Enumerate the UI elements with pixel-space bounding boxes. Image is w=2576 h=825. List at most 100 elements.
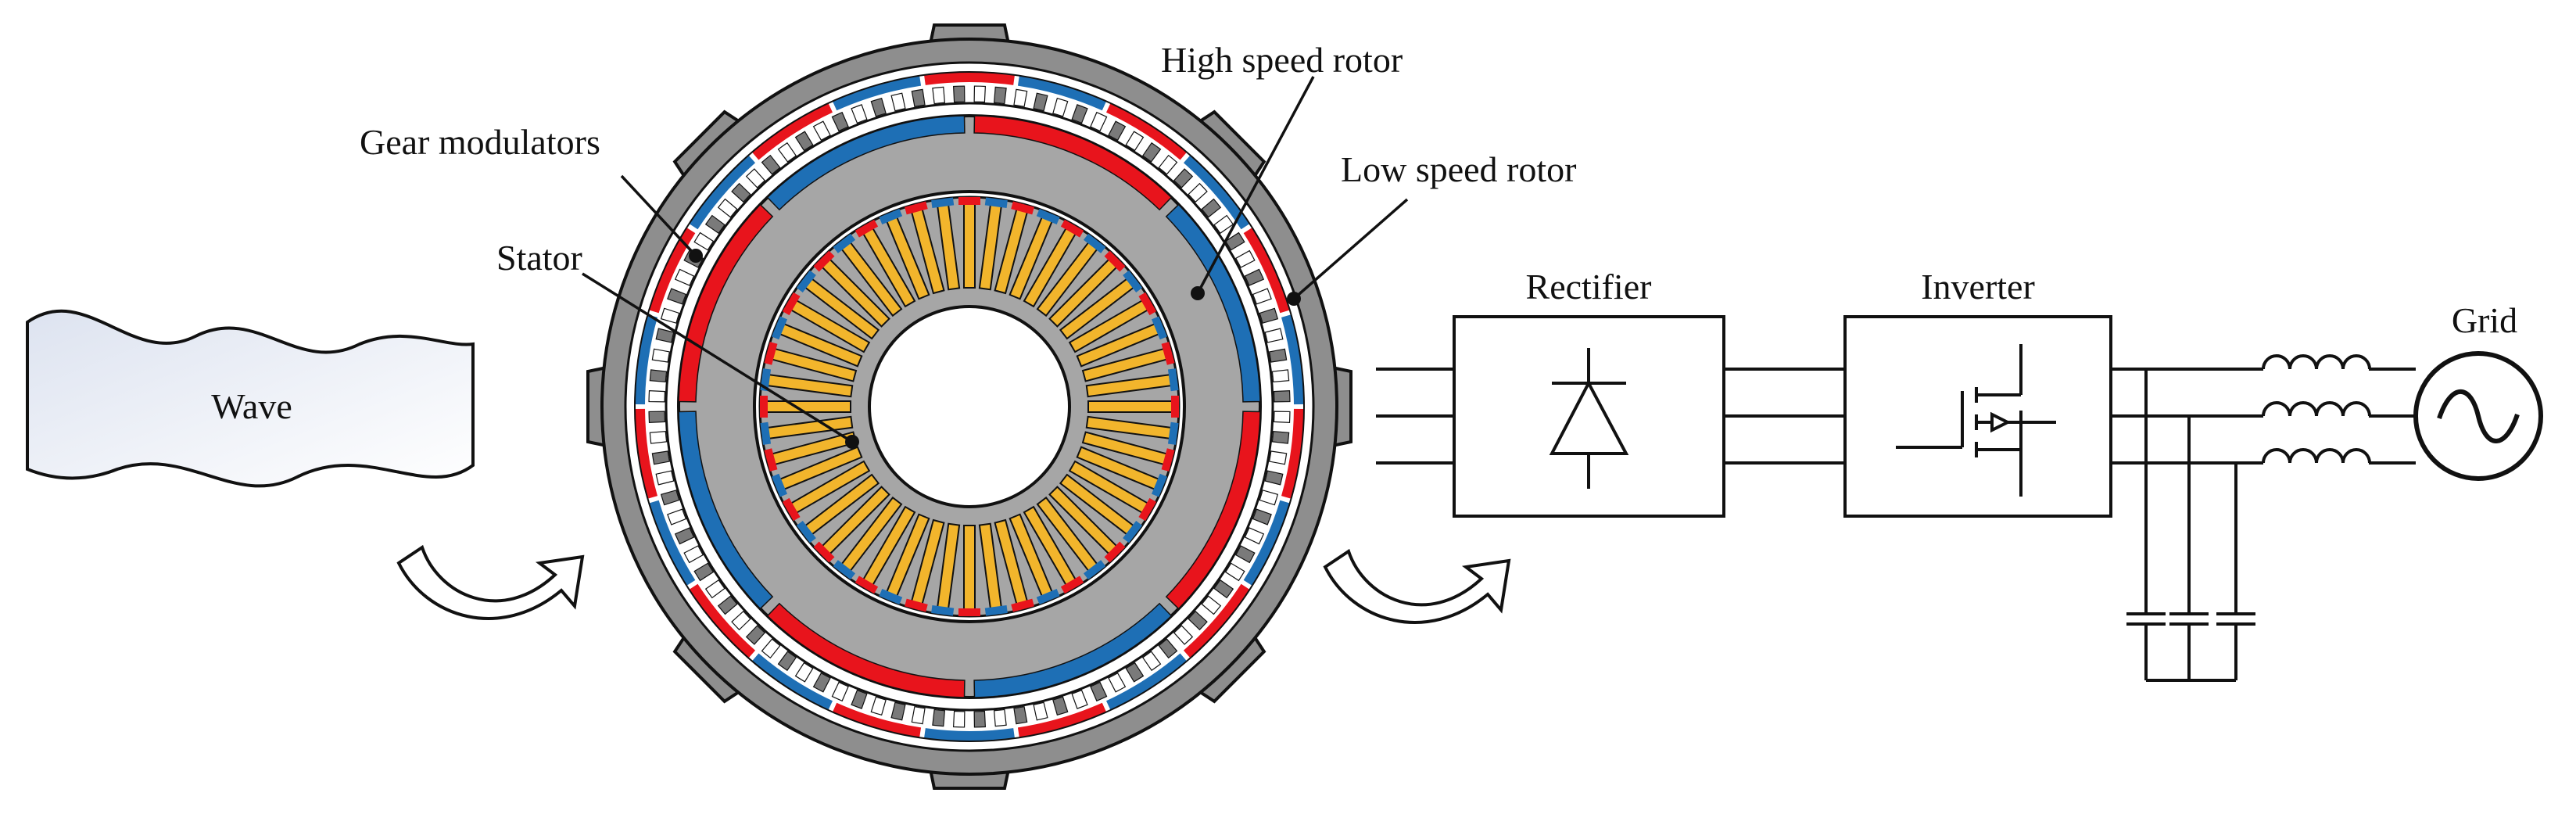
stator-tooth-tip [1161,342,1175,365]
modulator-piece [745,625,766,645]
mosfet-icon [1896,344,2056,497]
stator-coil [1081,342,1175,382]
stator-tooth-tip [772,316,787,340]
modulator-piece [993,708,1007,727]
stator-tooth-tip [1171,396,1179,418]
modulator-piece [1244,268,1265,286]
three-phase-lines-2 [2111,368,2416,465]
stator-tooth-tip [1011,598,1034,612]
callout-stator: Stator [496,238,859,449]
modulator-piece [1264,470,1284,486]
modulator-piece [1173,168,1194,188]
ac-source-icon: Grid [2413,300,2543,481]
magnetic-gear-generator [586,23,1352,790]
inductor-coil [2262,448,2371,464]
modulator-piece [667,288,687,305]
modulator-piece [831,111,849,132]
callout-high-speed-rotor: High speed rotor [1161,40,1403,300]
stator-coil [905,518,945,612]
modulator-piece [952,85,966,103]
stator-coil [782,460,871,522]
stator-tooth-tip [1123,270,1143,293]
stator-coil [1059,473,1143,543]
modulator-piece [1252,288,1272,305]
low-speed-magnet [924,72,1015,85]
stator-windings [760,197,1179,616]
high-speed-magnet [1165,203,1261,403]
modulator-piece [651,450,671,465]
wave-label: Wave [211,386,292,426]
modulator-piece [1108,120,1127,142]
filter-capacitors [2126,369,2255,682]
low-speed-magnet [832,75,922,111]
stator-tooth-tip [813,541,835,563]
stator-coil [854,505,916,594]
modulator-piece [761,638,781,659]
stator-coil [764,342,858,382]
modulator-inner-edge [665,102,1274,712]
modulator-piece [973,710,987,728]
low-speed-magnet [649,228,696,314]
stator-tooth-tip [764,342,778,365]
stator-tooth-tip [905,201,928,215]
stator-coil [994,518,1034,612]
low-speed-magnet [1106,653,1188,711]
modulator-piece [812,672,831,693]
stator-tooth-tip [1083,560,1106,580]
low-speed-outline [634,71,1305,742]
stator-coil [1059,270,1143,340]
modulator-piece [731,610,751,631]
stator-coil [978,197,1008,291]
modulator-piece [952,710,966,728]
modulator-piece [655,470,675,486]
modulator-piece [932,86,946,105]
stator-tooth-tip [1167,368,1179,392]
modulator-piece [1259,490,1279,506]
stator-coil [1085,368,1179,398]
modulator-piece [1158,154,1178,175]
stator-tooth-tip [833,233,856,253]
stator-coil [905,201,945,295]
stator-coil [796,270,880,340]
stator-coil [1023,219,1084,308]
gear-modulators-label: Gear modulators [360,122,600,162]
low-speed-magnet [832,702,922,738]
stator-tooth-tip [782,292,801,316]
modulator-piece [674,527,695,545]
stator-tooth-tip [1060,219,1084,238]
stator-tooth-tip [796,270,816,293]
stator-coil [879,513,930,604]
stator-coil [879,209,930,300]
stator-tooth-tip [813,250,835,272]
stator-coil [772,316,863,368]
stator-tooth-tip [931,197,955,209]
modulator-piece [660,490,680,506]
stator-coil [1087,396,1179,418]
low-speed-magnet [649,500,696,586]
modulator-piece [812,120,831,142]
inverter-label: Inverter [1921,267,2035,307]
stator-tooth-tip [1104,250,1126,272]
stator-tooth-tip [772,473,787,497]
stator-tooth-tip [854,576,879,594]
stator-coil [1076,446,1167,497]
modulator-piece [731,182,751,203]
curved-arrow-icon [396,544,585,620]
coil-slot [963,525,976,612]
stator-tooth-tip [984,197,1008,209]
stator-coil [1036,496,1106,580]
modulator-piece [890,92,906,112]
stator-tooth-tip [833,560,856,580]
modulator-piece [674,268,695,286]
modulator-piece [683,545,704,564]
stator-tooth-tip [1167,421,1179,445]
stator-coil [958,525,980,616]
grid-label: Grid [2452,300,2517,340]
inductor-coil [2262,401,2371,417]
rectifier-block: Rectifier [1453,267,1725,518]
modulator-piece [1188,610,1208,631]
low-speed-magnet [635,314,658,405]
stator-coil [833,496,903,580]
modulator-piece [1213,579,1234,599]
modulator-piece [649,369,668,383]
